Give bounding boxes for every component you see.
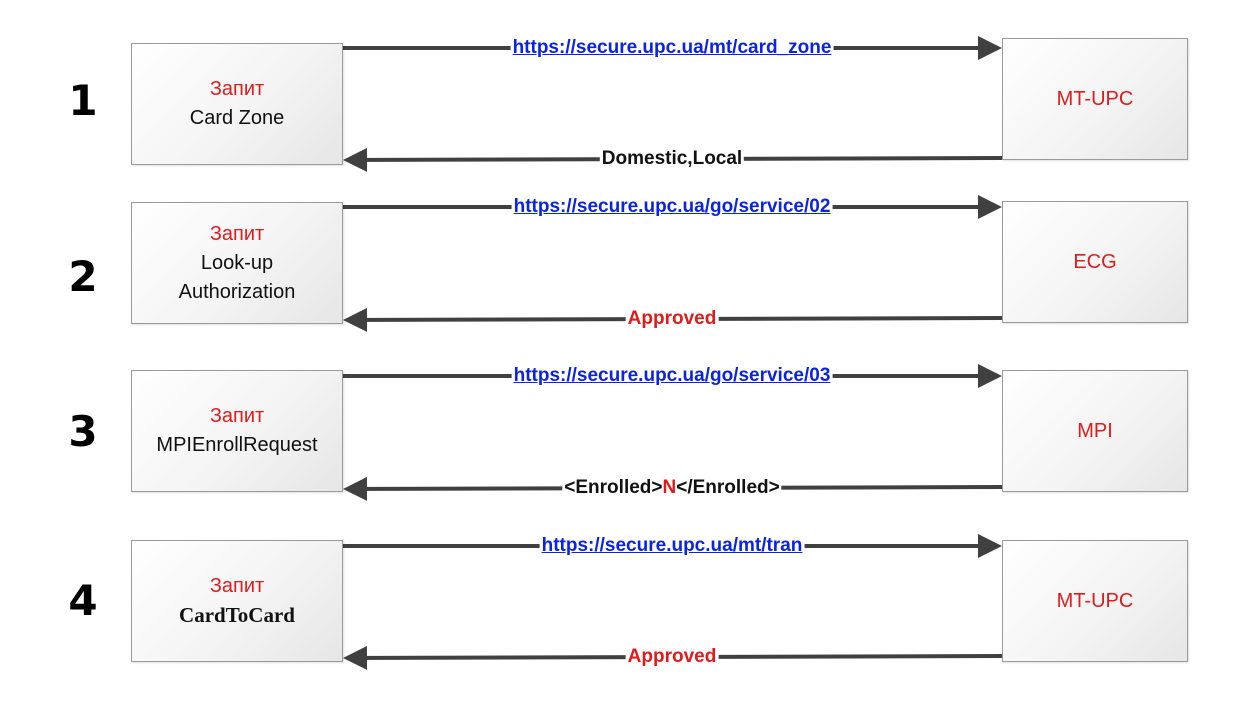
response-label-2: Approved [625, 307, 719, 331]
request-box-3: Запит MPIEnrollRequest [131, 370, 343, 492]
request-box-2-subtitle: Authorization [178, 280, 296, 303]
request-box-4-label: Запит [209, 575, 265, 597]
request-url-1[interactable]: https://secure.upc.ua/mt/card_zone [510, 36, 834, 60]
target-box-1-label: MT-UPC [1056, 87, 1134, 110]
request-url-2[interactable]: https://secure.upc.ua/go/service/02 [511, 195, 833, 219]
request-box-3-label: Запит [209, 405, 265, 427]
request-box-1-title: Card Zone [189, 107, 285, 129]
request-box-4-title: CardToCard [179, 603, 295, 627]
target-box-1: MT-UPC [1002, 38, 1188, 160]
target-box-3: MPI [1002, 370, 1188, 492]
response-label-3: <Enrolled>N</Enrolled> [562, 476, 782, 500]
request-box-3-title: MPIEnrollRequest [156, 434, 318, 456]
target-box-4-label: MT-UPC [1056, 589, 1134, 612]
request-box-1-label: Запит [209, 78, 265, 100]
step-number-1: 1 [68, 76, 98, 125]
response-3-value: N [662, 477, 677, 498]
request-box-2-label: Запит [209, 222, 265, 245]
step-number-4: 4 [68, 576, 98, 625]
target-box-3-label: MPI [1077, 419, 1113, 442]
step-number-3: 3 [68, 407, 98, 456]
request-box-1: Запит Card Zone [131, 43, 343, 165]
target-box-2: ECG [1002, 201, 1188, 323]
request-url-4[interactable]: https://secure.upc.ua/mt/tran [539, 534, 805, 558]
target-box-4: MT-UPC [1002, 540, 1188, 662]
request-box-2: Запит Look-up Authorization [131, 202, 343, 324]
request-box-4: Запит CardToCard [131, 540, 343, 662]
response-3-close-tag: </Enrolled> [676, 477, 780, 498]
step-number-2: 2 [68, 252, 98, 301]
request-box-2-title: Look-up [200, 251, 274, 274]
target-box-2-label: ECG [1073, 250, 1117, 273]
response-1-text: Domestic,Local [601, 148, 743, 169]
request-url-3[interactable]: https://secure.upc.ua/go/service/03 [511, 364, 833, 388]
response-3-open-tag: <Enrolled> [564, 477, 663, 498]
response-label-1: Domestic,Local [599, 147, 745, 171]
response-label-4: Approved [625, 645, 719, 669]
